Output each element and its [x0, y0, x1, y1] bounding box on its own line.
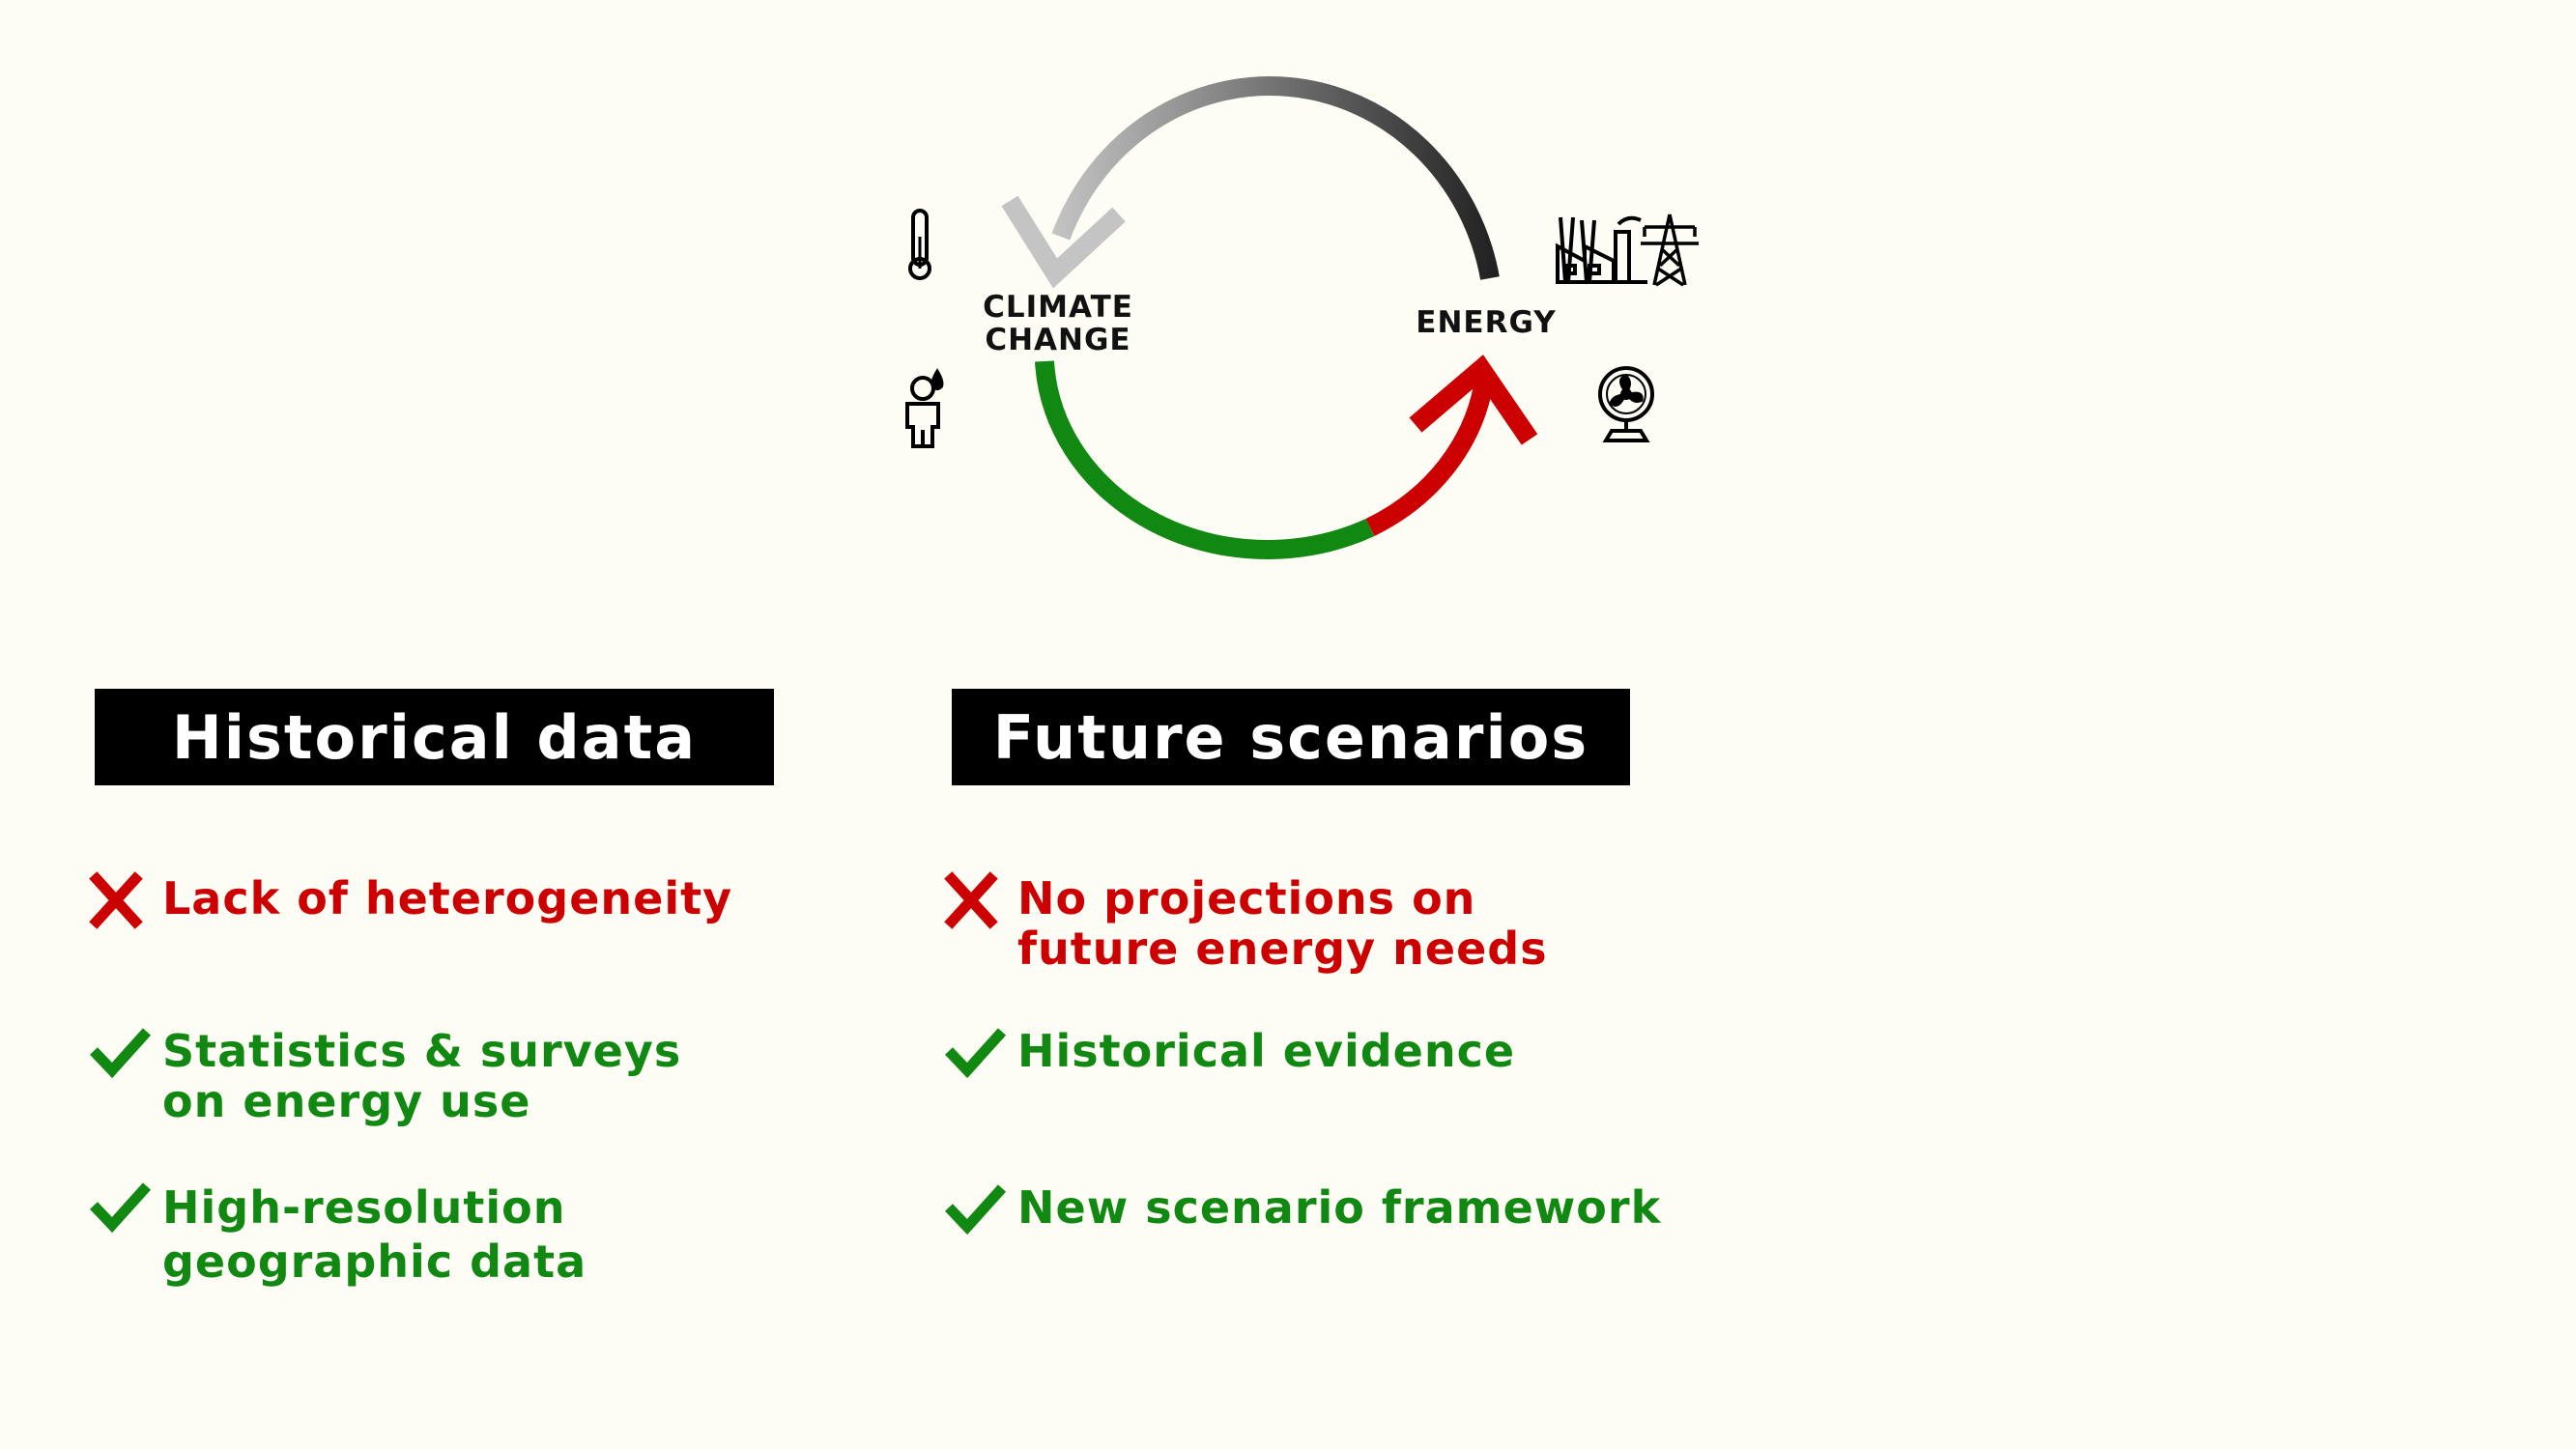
historical-item-1-text: Lack of heterogeneity	[162, 872, 733, 924]
check-icon	[90, 1028, 151, 1079]
sweating-person-icon	[905, 368, 944, 448]
future-item-1-text: No projections on future energy needs	[1017, 872, 1548, 975]
historical-data-header: Historical data	[95, 689, 774, 785]
future-item-3: New scenario framework	[944, 1182, 1661, 1238]
bottom-green-arc	[1035, 360, 1375, 559]
historical-item-3: High-resolution geographic data	[89, 1180, 587, 1289]
check-icon	[945, 1184, 1006, 1236]
top-arrowhead	[1001, 195, 1126, 289]
historical-item-1: Lack of heterogeneity	[89, 871, 733, 929]
future-item-1: No projections on future energy needs	[944, 871, 1548, 975]
cross-icon	[89, 871, 143, 929]
future-item-2: Historical evidence	[944, 1026, 1515, 1082]
power-plant-icon	[1556, 215, 1647, 284]
historical-item-2-text: Statistics & surveys on energy use	[162, 1025, 682, 1127]
cross-icon	[944, 871, 998, 929]
historical-item-2: Statistics & surveys on energy use	[89, 1026, 681, 1126]
transmission-tower-icon	[1641, 213, 1699, 287]
historical-item-3-text: High-resolution geographic data	[162, 1181, 587, 1288]
bottom-red-arc	[1365, 379, 1494, 536]
thermometer-icon	[908, 209, 931, 280]
future-item-3-text: New scenario framework	[1017, 1181, 1662, 1234]
future-item-2-text: Historical evidence	[1017, 1025, 1516, 1077]
check-icon	[945, 1028, 1006, 1079]
future-scenarios-header: Future scenarios	[952, 689, 1630, 785]
bottom-arrowhead	[1409, 355, 1538, 445]
top-arc-arrow	[1051, 76, 1500, 280]
electric-fan-icon	[1598, 366, 1654, 442]
climate-change-label: CLIMATE CHANGE	[983, 290, 1133, 357]
check-icon	[90, 1182, 151, 1234]
energy-label: ENERGY	[1416, 305, 1557, 340]
